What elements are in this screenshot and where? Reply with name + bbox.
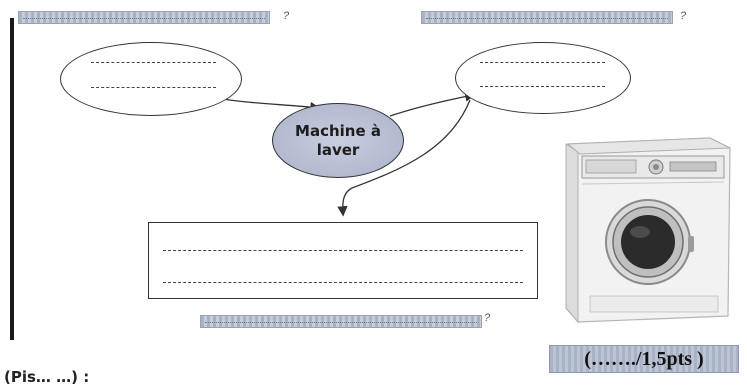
question-mark-bottom: ? [484, 312, 491, 324]
question-blank-top-left[interactable] [18, 11, 270, 24]
score-label: (……./1,5pts ) [584, 347, 704, 370]
question-mark-top-right: ? [680, 10, 687, 22]
score-box: (……./1,5pts ) [549, 345, 739, 373]
answer-oval-right[interactable] [455, 42, 631, 114]
question-mark-top-left: ? [283, 10, 290, 22]
washing-machine-icon [565, 137, 731, 324]
left-margin-rule [10, 18, 14, 340]
answer-box[interactable] [148, 222, 538, 299]
question-blank-bottom[interactable] [200, 315, 482, 328]
bottom-section-label: (Pis… …) : [4, 368, 90, 386]
center-node-label: Machine à laver [295, 121, 381, 159]
arrow-right-to-box [337, 99, 471, 217]
answer-oval-left[interactable] [60, 42, 242, 116]
question-blank-top-right[interactable] [421, 11, 673, 24]
center-node-washing-machine: Machine à laver [272, 103, 404, 178]
arrow-center-to-right [389, 91, 476, 117]
